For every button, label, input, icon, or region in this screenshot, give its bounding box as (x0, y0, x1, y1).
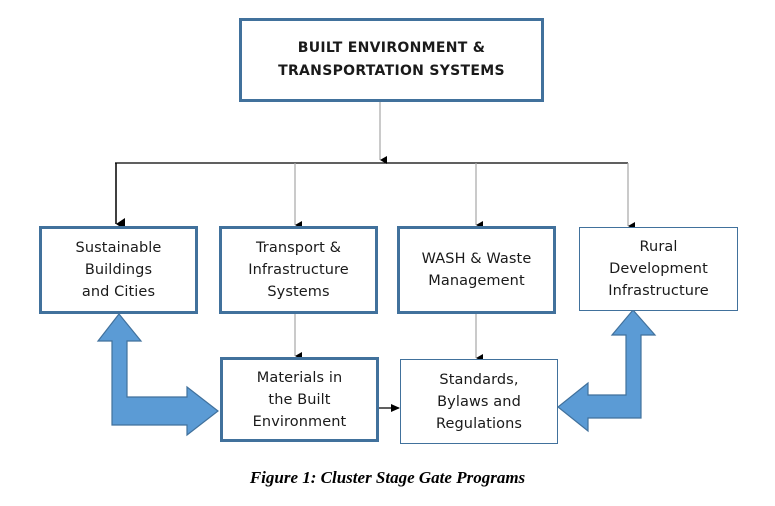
program-wash-waste: WASH & Waste Management (397, 226, 556, 314)
program-transport-infrastructure: Transport & Infrastructure Systems (219, 226, 378, 314)
figure-caption: Figure 1: Cluster Stage Gate Programs (249, 468, 526, 487)
cross-cutting-label: Standards, Bylaws and Regulations (435, 371, 523, 432)
cross-cutting-label: Materials in the Built Environment (252, 369, 347, 430)
program-label: WASH & Waste Management (421, 251, 532, 289)
program-label: Sustainable Buildings and Cities (75, 240, 162, 300)
program-label: Transport & Infrastructure Systems (248, 240, 349, 300)
bent-arrow-left (96, 313, 219, 437)
root-node-label: BUILT ENVIRONMENT & TRANSPORTATION SYSTE… (278, 40, 505, 79)
program-sustainable-buildings: Sustainable Buildings and Cities (39, 226, 198, 314)
cross-cutting-materials: Materials in the Built Environment (220, 357, 379, 442)
bent-arrow-right (557, 309, 657, 433)
program-rural-development: Rural Development Infrastructure (579, 227, 738, 311)
root-node: BUILT ENVIRONMENT & TRANSPORTATION SYSTE… (239, 18, 544, 102)
program-label: Rural Development Infrastructure (608, 239, 709, 299)
cross-cutting-standards: Standards, Bylaws and Regulations (400, 359, 558, 444)
